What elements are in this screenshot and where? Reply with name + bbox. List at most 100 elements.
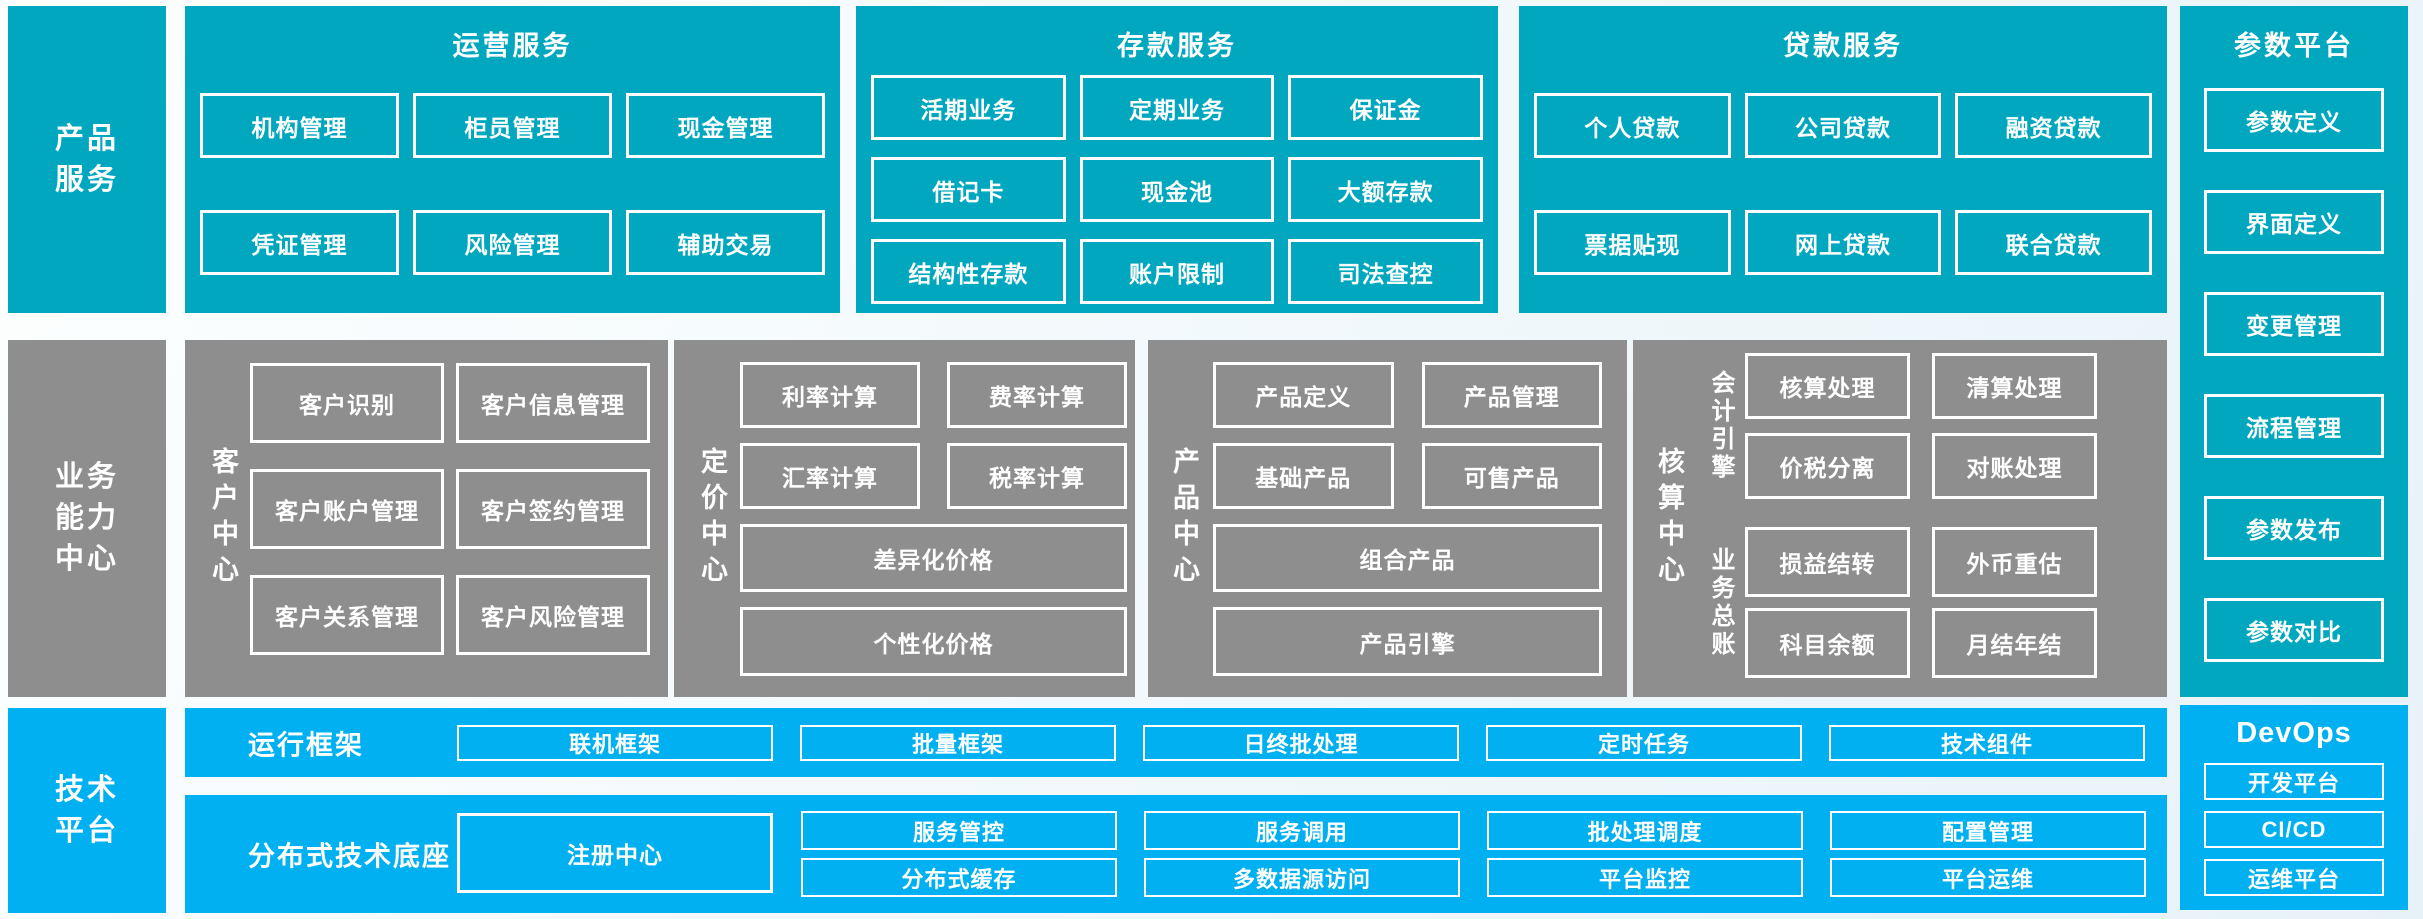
- capability-box: 税率计算: [947, 443, 1127, 509]
- panel-pricing-center: 定价中心 利率计算 费率计算 汇率计算 税率计算 差异化价格 个性化价格: [674, 340, 1135, 697]
- capability-box: 清算处理: [1932, 353, 2097, 419]
- panel-title: DevOps: [2236, 717, 2352, 749]
- accounting-engine-grid: 核算处理 清算处理 价税分离 对账处理: [1745, 353, 2097, 499]
- capability-box: 外币重估: [1932, 527, 2097, 597]
- group-label: 业务总账: [1707, 547, 1734, 659]
- distributed-row-1: 服务管控 服务调用 批处理调度 配置管理: [801, 811, 2146, 850]
- tech-box: 定时任务: [1486, 725, 1802, 761]
- capability-box: 客户信息管理: [456, 363, 650, 443]
- capability-box: 可售产品: [1421, 443, 1602, 509]
- capability-box: 客户账户管理: [250, 469, 444, 549]
- tech-box: CI/CD: [2204, 811, 2384, 848]
- service-box: 参数发布: [2204, 496, 2384, 560]
- service-box: 风险管理: [413, 210, 612, 275]
- sidebar-label-line: 能力: [54, 502, 119, 534]
- capability-box: 客户风险管理: [456, 575, 650, 655]
- capability-box: 科目余额: [1745, 608, 1910, 678]
- capability-box-wide: 差异化价格: [740, 524, 1127, 592]
- capability-box: 客户签约管理: [456, 469, 650, 549]
- service-box: 变更管理: [2204, 292, 2384, 356]
- capability-box: 月结年结: [1932, 608, 2097, 678]
- service-box: 现金管理: [626, 93, 825, 158]
- service-box: 司法查控: [1288, 239, 1483, 304]
- capability-box: 核算处理: [1745, 353, 1910, 419]
- panel-title: 存款服务: [1117, 31, 1237, 61]
- panel-loan-services: 贷款服务 个人贷款 公司贷款 融资贷款 票据贴现 网上贷款 联合贷款: [1519, 6, 2167, 313]
- service-box: 保证金: [1288, 75, 1483, 140]
- distributed-row-2: 分布式缓存 多数据源访问 平台监控 平台运维: [801, 858, 2146, 897]
- business-ledger-grid: 损益结转 外币重估 科目余额 月结年结: [1745, 527, 2097, 678]
- center-label: 核算中心: [1654, 446, 1684, 591]
- tech-box: 服务调用: [1144, 811, 1460, 850]
- panel-customer-center: 客户中心 客户识别 客户信息管理 客户账户管理 客户签约管理 客户关系管理 客户…: [185, 340, 668, 697]
- tech-box: 开发平台: [2204, 763, 2384, 800]
- service-box: 柜员管理: [413, 93, 612, 158]
- parameter-list: 参数定义 界面定义 变更管理 流程管理 参数发布 参数对比: [2204, 88, 2384, 662]
- sidebar-label-line: 业务: [54, 461, 119, 493]
- tech-box: 日终批处理: [1143, 725, 1459, 761]
- capability-box: 产品管理: [1421, 362, 1602, 428]
- service-box: 辅助交易: [626, 210, 825, 275]
- group-label: 会计引擎: [1707, 370, 1734, 482]
- center-label: 客户中心: [208, 446, 238, 591]
- capability-box: 利率计算: [740, 362, 920, 428]
- devops-list: 开发平台 CI/CD 运维平台: [2204, 763, 2384, 896]
- sidebar-label-line: 服务: [54, 163, 119, 196]
- center-label: 产品中心: [1169, 446, 1199, 591]
- capability-box-wide: 产品引擎: [1213, 607, 1602, 676]
- band-distributed-base: 分布式技术底座 注册中心 服务管控 服务调用 批处理调度 配置管理 分布式缓存 …: [185, 795, 2167, 913]
- tech-box: 服务管控: [801, 811, 1117, 850]
- capability-box-wide: 个性化价格: [740, 607, 1127, 676]
- tech-box: 分布式缓存: [801, 858, 1117, 897]
- band-runtime-framework: 运行框架 联机框架 批量框架 日终批处理 定时任务 技术组件: [185, 708, 2167, 777]
- service-box: 界面定义: [2204, 190, 2384, 254]
- service-box: 凭证管理: [200, 210, 399, 275]
- sidebar-label-line: 产品: [54, 122, 119, 155]
- service-box: 票据贴现: [1534, 210, 1731, 275]
- service-box: 活期业务: [871, 75, 1066, 140]
- panel-title: 贷款服务: [1783, 31, 1903, 61]
- center-label: 定价中心: [697, 446, 727, 591]
- customer-grid: 客户识别 客户信息管理 客户账户管理 客户签约管理 客户关系管理 客户风险管理: [250, 363, 650, 655]
- runtime-items: 联机框架 批量框架 日终批处理 定时任务 技术组件: [457, 725, 2145, 761]
- service-box: 结构性存款: [871, 239, 1066, 304]
- tech-box: 批处理调度: [1487, 811, 1803, 850]
- panel-title: 运营服务: [452, 31, 573, 61]
- tech-box: 联机框架: [457, 725, 773, 761]
- operations-grid: 机构管理 柜员管理 现金管理 凭证管理 风险管理 辅助交易: [200, 93, 825, 275]
- capability-box: 产品定义: [1213, 362, 1394, 428]
- service-box: 网上贷款: [1744, 210, 1942, 275]
- tech-box: 技术组件: [1829, 725, 2145, 761]
- sidebar-tech-platform: 技术 平台: [8, 708, 166, 913]
- service-box: 融资贷款: [1955, 93, 2152, 158]
- panel-deposit-services: 存款服务 活期业务 定期业务 保证金 借记卡 现金池 大额存款 结构性存款 账户…: [856, 6, 1498, 313]
- service-box: 联合贷款: [1955, 210, 2152, 275]
- capability-box: 费率计算: [947, 362, 1127, 428]
- pricing-grid: 利率计算 费率计算 汇率计算 税率计算 差异化价格 个性化价格: [740, 362, 1127, 676]
- panel-title: 参数平台: [2234, 31, 2354, 61]
- service-box: 机构管理: [200, 93, 399, 158]
- service-box: 流程管理: [2204, 394, 2384, 458]
- capability-box: 汇率计算: [740, 443, 920, 509]
- service-box: 大额存款: [1288, 157, 1483, 222]
- tech-box: 多数据源访问: [1144, 858, 1460, 897]
- capability-box: 客户关系管理: [250, 575, 444, 655]
- loan-grid: 个人贷款 公司贷款 融资贷款 票据贴现 网上贷款 联合贷款: [1534, 93, 2152, 275]
- service-box: 账户限制: [1079, 239, 1275, 304]
- service-box: 现金池: [1079, 157, 1275, 222]
- registry-center-box: 注册中心: [457, 813, 773, 893]
- service-box: 参数对比: [2204, 598, 2384, 662]
- tech-box: 平台运维: [1830, 858, 2146, 897]
- tech-box: 运维平台: [2204, 859, 2384, 896]
- sidebar-product-services: 产品 服务: [8, 6, 166, 313]
- service-box: 个人贷款: [1534, 93, 1731, 158]
- sidebar-label-line: 平台: [54, 814, 119, 847]
- capability-box: 客户识别: [250, 363, 444, 443]
- capability-box: 损益结转: [1745, 527, 1910, 597]
- panel-accounting-center: 核算中心 会计引擎 核算处理 清算处理 价税分离 对账处理 业务总账 损益结转 …: [1633, 340, 2167, 697]
- service-box: 借记卡: [871, 157, 1066, 222]
- service-box: 公司贷款: [1744, 93, 1942, 158]
- panel-devops: DevOps 开发平台 CI/CD 运维平台: [2180, 705, 2408, 910]
- capability-box: 对账处理: [1932, 433, 2097, 499]
- service-box: 定期业务: [1079, 75, 1275, 140]
